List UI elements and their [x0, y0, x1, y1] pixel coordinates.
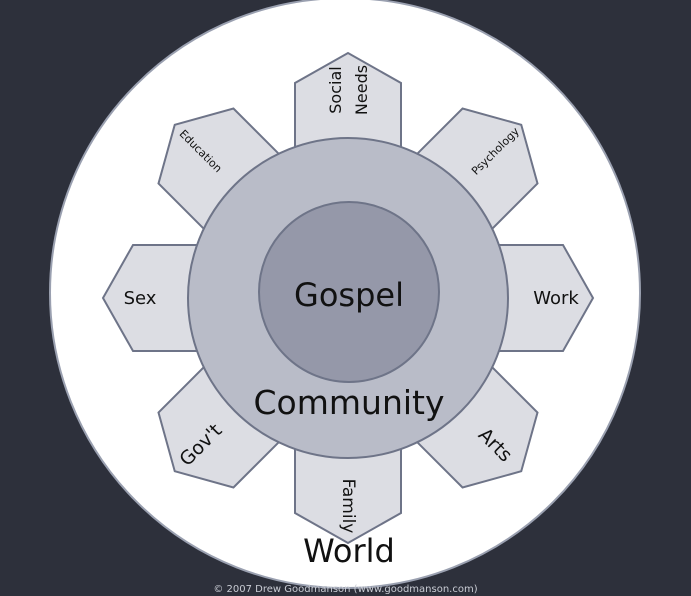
gospel-label: Gospel: [294, 276, 404, 314]
petal-label-line: Family: [338, 479, 358, 534]
petal-label-line: Work: [533, 288, 579, 309]
petal-label-line: Social: [326, 66, 345, 113]
gospel-circle: [258, 201, 440, 383]
copyright-footer: © 2007 Drew Goodmanson (www.goodmanson.c…: [213, 584, 478, 595]
petal-label-line: Sex: [124, 288, 157, 309]
community-label: Community: [254, 383, 445, 422]
petal-label-work: Work: [533, 288, 579, 309]
petal-label-sex: Sex: [124, 288, 157, 309]
petal-label-line: Needs: [352, 65, 371, 115]
petal-label-family: Family: [338, 479, 358, 534]
petal-label-social-needs: Social Needs: [326, 65, 371, 115]
world-label: World: [303, 532, 395, 570]
